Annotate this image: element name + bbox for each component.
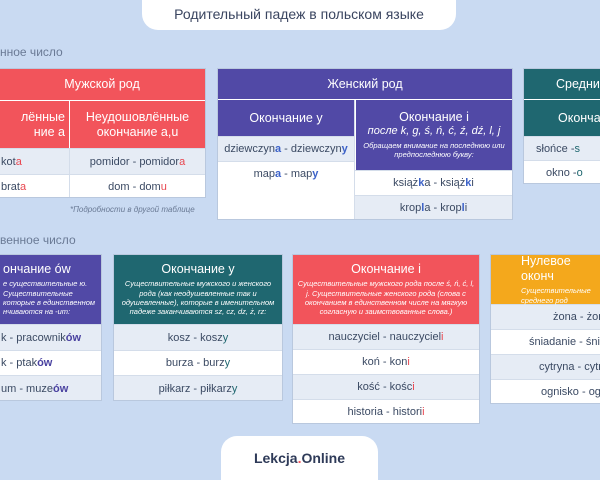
feminine-i-header: Окончание i после k, g, ś, ń, ć, ź, dź, …: [355, 100, 512, 170]
plural-zero-card: Нулевое оконч Существительные среднего р…: [490, 254, 600, 404]
neuter-row: słońce - s: [524, 136, 600, 160]
neuter-row: okno - o: [524, 160, 600, 183]
plural-zero-row: ognisko - ogni: [491, 379, 600, 403]
plural-zero-row: żona - żon: [491, 304, 600, 329]
masculine-card: Мужской род лённые ние a Неудошовлённые …: [0, 68, 206, 198]
masculine-animate-header: лённые ние a: [0, 101, 70, 148]
lekcja-online-logo[interactable]: Lekcja.Online: [221, 436, 378, 480]
plural-i-header: Окончание i Существительные мужского род…: [293, 255, 479, 324]
plural-y-card: Окончание y Существительные мужского и ж…: [113, 254, 283, 401]
plural-zero-header: Нулевое оконч Существительные среднего р…: [491, 255, 600, 305]
neuter-subheader: Оконча: [524, 100, 600, 136]
masculine-subheaders: лённые ние a Неудошовлённые окончание a,…: [0, 101, 205, 148]
plural-zero-row: śniadanie - śnia: [491, 329, 600, 354]
plural-ow-card: ончание ów е существительные ю. Существи…: [0, 254, 102, 401]
section-label-plural: венное число: [0, 233, 76, 247]
feminine-header: Женский род: [218, 69, 512, 100]
plural-y-header: Окончание y Существительные мужского и ж…: [114, 255, 282, 324]
feminine-y-header: Окончание y: [218, 100, 354, 136]
masculine-footnote: *Подробности в другой таблице: [70, 205, 195, 214]
section-label-singular: нное число: [0, 45, 63, 59]
page-title: Родительный падеж в польском языке: [142, 0, 456, 30]
plural-ow-header: ончание ów е существительные ю. Существи…: [0, 255, 101, 324]
plural-zero-row: cytryna - cytr: [491, 354, 600, 379]
neuter-card: Средни Оконча słońce - s okno - o: [523, 68, 600, 184]
neuter-header: Средни: [524, 69, 600, 100]
masculine-header: Мужской род: [0, 69, 205, 101]
plural-i-card: Окончание i Существительные мужского род…: [292, 254, 480, 424]
masculine-inanimate-header: Неудошовлённые окончание a,u: [85, 109, 190, 139]
